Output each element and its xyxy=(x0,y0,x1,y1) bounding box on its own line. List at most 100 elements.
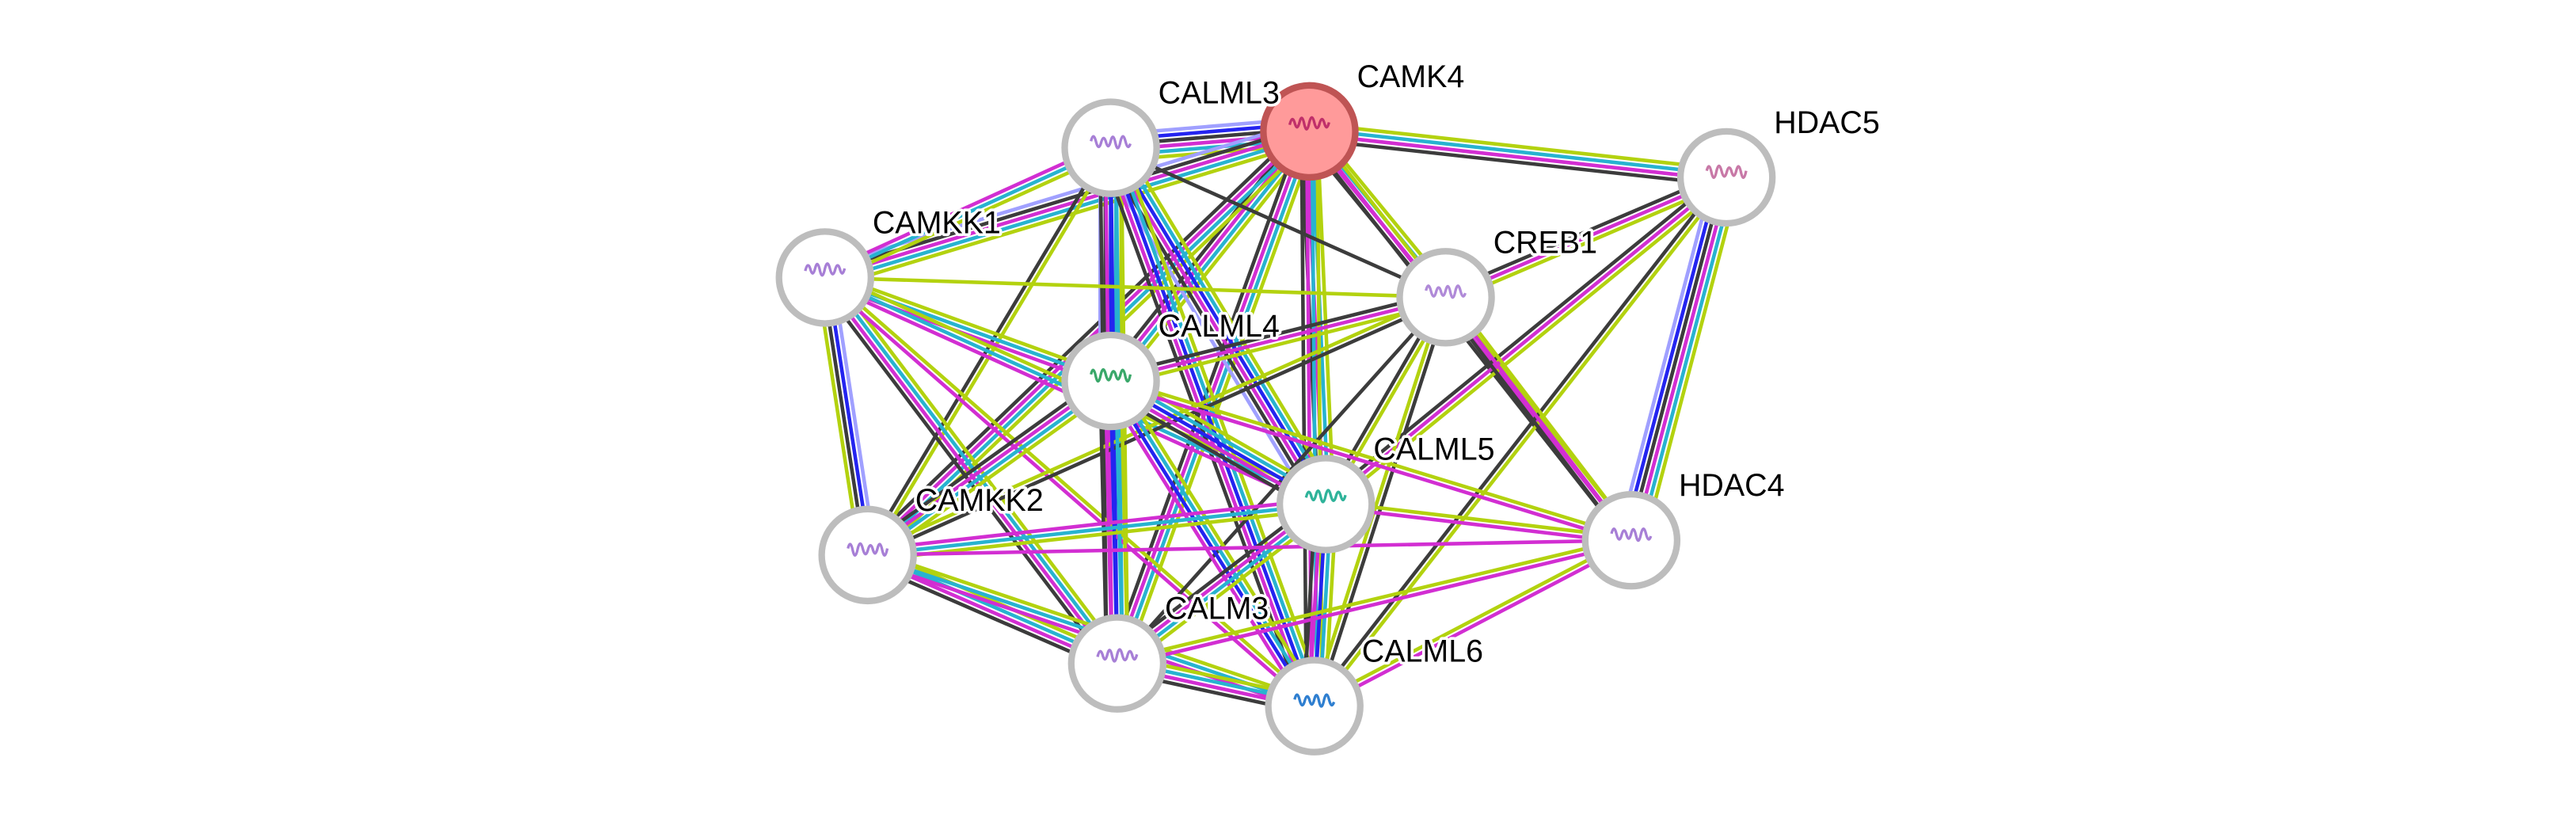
edge-line-k xyxy=(1627,176,1726,540)
node-label: CALML6 xyxy=(1362,634,1483,669)
node-circle[interactable] xyxy=(1067,614,1167,713)
edge-line-y xyxy=(826,271,1113,378)
edge-calml4-camkk2[interactable] xyxy=(862,373,1117,563)
node-hdac4[interactable]: HDAC4 xyxy=(1581,466,1787,590)
protein-structure-icon xyxy=(1090,135,1132,150)
edge-calm3-hdac4[interactable] xyxy=(1116,535,1633,668)
node-label: CALML4 xyxy=(1159,309,1280,344)
node-calml4[interactable]: CALML4 xyxy=(1061,306,1283,431)
node-label: CREB1 xyxy=(1493,225,1597,260)
node-label: HDAC5 xyxy=(1774,105,1879,140)
edge-camk4-hdac5[interactable] xyxy=(1308,121,1728,188)
node-hdac5[interactable]: HDAC5 xyxy=(1676,102,1882,227)
edge-line-k xyxy=(1109,146,1447,299)
edge-camkk2-hdac4[interactable] xyxy=(867,538,1631,558)
edge-line-y xyxy=(1116,375,1323,703)
node-circle[interactable] xyxy=(1396,248,1495,347)
edge-creb1-calml4[interactable] xyxy=(1109,290,1448,388)
node-calml5[interactable]: CALML5 xyxy=(1276,429,1497,554)
node-label: CAMK4 xyxy=(1357,59,1465,94)
edge-line-c xyxy=(868,381,1113,559)
edge-line-k xyxy=(1443,170,1726,295)
node-circle[interactable] xyxy=(1676,128,1776,227)
node-camk4[interactable]: CAMK4 xyxy=(1260,56,1467,181)
edge-line-m xyxy=(1107,128,1309,381)
edge-hdac5-calml6[interactable] xyxy=(1311,174,1730,710)
edge-line-m xyxy=(822,278,1314,710)
node-circle[interactable] xyxy=(1265,657,1364,756)
edge-calml3-calml6[interactable] xyxy=(1098,143,1326,710)
edge-line-m xyxy=(1315,541,1634,710)
edge-calml5-hdac4[interactable] xyxy=(1325,500,1632,545)
edge-line-y xyxy=(1327,180,1731,510)
node-calm3[interactable]: CALM3 xyxy=(1067,588,1272,713)
edge-line-k xyxy=(1109,290,1445,378)
edge-line-y xyxy=(1110,376,1633,540)
edge-line-k xyxy=(868,298,1448,559)
edge-hdac5-hdac4[interactable] xyxy=(1616,173,1741,544)
edge-line-m xyxy=(1110,295,1447,383)
edge-hdac5-creb1[interactable] xyxy=(1443,170,1729,304)
node-creb1[interactable]: CREB1 xyxy=(1396,223,1600,347)
edge-calml3-camkk1[interactable] xyxy=(822,141,1114,284)
edge-line-m xyxy=(1308,131,1727,182)
edge-line-y xyxy=(866,293,1446,554)
edge-line-b xyxy=(1622,174,1721,539)
node-circle[interactable] xyxy=(818,505,917,605)
edge-line-y xyxy=(827,139,1313,290)
edge-line-y xyxy=(824,276,1446,299)
edge-line-b xyxy=(1111,145,1330,504)
protein-structure-icon xyxy=(1304,489,1347,504)
edge-creb1-camkk2[interactable] xyxy=(866,293,1448,559)
edge-calml3-creb1[interactable] xyxy=(1109,146,1447,299)
edge-line-m xyxy=(822,141,1109,275)
edge-line-lb xyxy=(1616,173,1716,538)
edge-line-c xyxy=(1637,178,1736,543)
edge-line-c xyxy=(1111,131,1313,384)
node-label: CALM3 xyxy=(1165,592,1269,626)
edge-line-y xyxy=(1310,295,1445,706)
edge-line-y xyxy=(1116,535,1631,663)
edge-creb1-calml6[interactable] xyxy=(1310,295,1450,708)
edge-line-c xyxy=(867,502,1326,558)
edge-line-c xyxy=(1309,127,1727,177)
edge-creb1-hdac4[interactable] xyxy=(1440,292,1637,545)
edge-line-k xyxy=(1098,150,1307,710)
edge-camkk1-creb1[interactable] xyxy=(824,276,1446,299)
node-calml3[interactable]: CALML3 xyxy=(1061,73,1283,197)
edge-line-y xyxy=(1642,180,1741,544)
node-camkk2[interactable]: CAMKK2 xyxy=(818,480,1046,605)
edge-line-y xyxy=(826,150,1114,284)
edge-line-k xyxy=(861,124,1306,551)
edge-line-m xyxy=(867,538,1631,558)
edge-calml6-hdac4[interactable] xyxy=(1312,536,1634,710)
edge-line-y xyxy=(1310,121,1728,172)
protein-structure-icon xyxy=(1090,367,1132,383)
node-camkk1[interactable]: CAMKK1 xyxy=(775,203,1003,327)
protein-structure-icon xyxy=(1096,648,1139,663)
node-circle[interactable] xyxy=(1061,331,1160,431)
edge-line-m xyxy=(866,497,1326,552)
node-circle[interactable] xyxy=(775,228,874,327)
protein-structure-icon xyxy=(1293,693,1336,708)
node-label: CALML5 xyxy=(1373,432,1494,467)
edge-camk4-calml4[interactable] xyxy=(1102,125,1318,387)
edge-line-k xyxy=(1321,172,1725,502)
protein-structure-icon xyxy=(1705,164,1748,179)
edge-line-c xyxy=(826,135,1312,284)
node-circle[interactable] xyxy=(1581,490,1681,590)
node-label: CALML3 xyxy=(1159,76,1280,111)
node-label: HDAC4 xyxy=(1679,468,1784,503)
edge-calml4-hdac4[interactable] xyxy=(1109,376,1633,545)
edge-line-m xyxy=(1325,504,1631,545)
node-circle[interactable] xyxy=(1260,82,1359,181)
edge-line-k xyxy=(1299,131,1309,706)
edge-line-c xyxy=(824,146,1112,280)
node-circle[interactable] xyxy=(1061,98,1160,197)
edge-line-k xyxy=(1315,297,1450,708)
node-circle[interactable] xyxy=(1276,455,1376,554)
edge-line-c xyxy=(1113,145,1322,706)
node-calml6[interactable]: CALML6 xyxy=(1265,631,1486,756)
edge-line-m xyxy=(865,377,1110,555)
protein-structure-icon xyxy=(1610,527,1653,542)
